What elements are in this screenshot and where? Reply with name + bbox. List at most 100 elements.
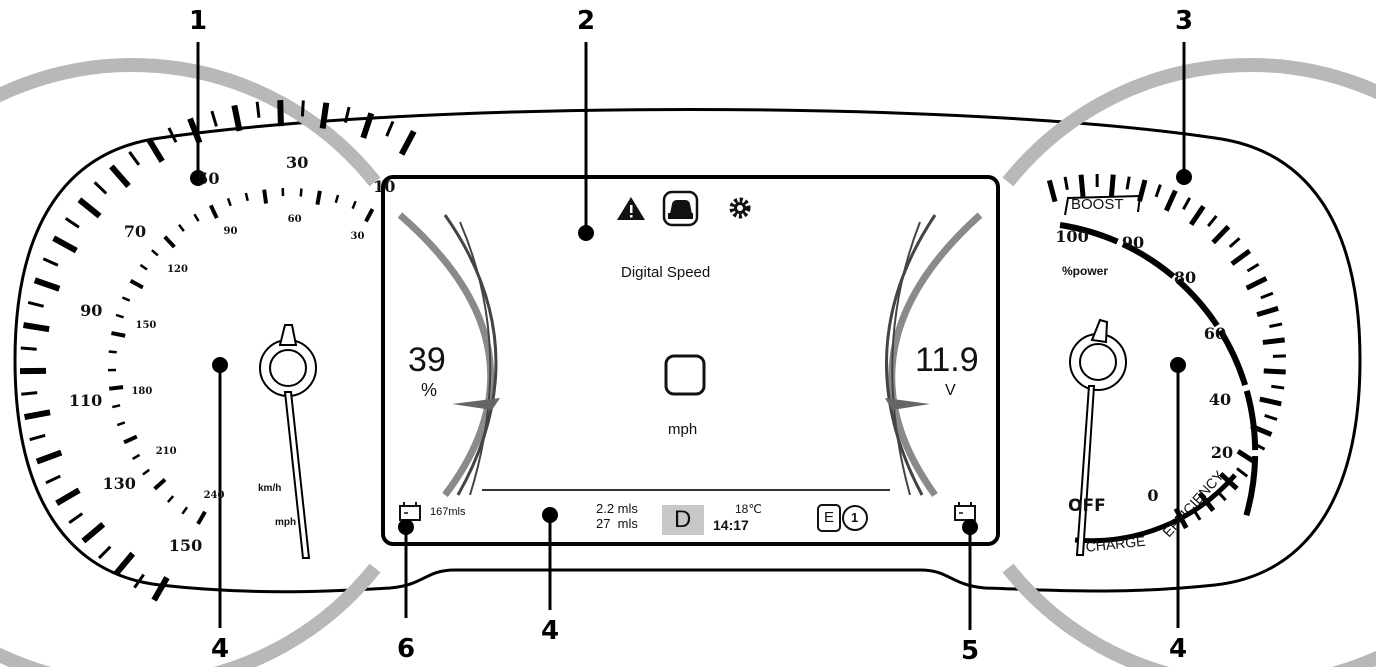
gear-indicator: D	[674, 508, 691, 532]
mph-label: 10	[373, 179, 395, 195]
kmh-tick	[111, 333, 125, 336]
kmh-tick	[211, 205, 217, 218]
clock-readout: 14:17	[713, 518, 749, 532]
speed-tick	[99, 547, 110, 558]
battery-percent-value: 39	[408, 343, 446, 377]
power-label: 90	[1122, 235, 1144, 251]
kmh-label: 150	[136, 321, 157, 331]
kmh-tick	[140, 265, 147, 270]
power-label: 40	[1209, 392, 1231, 408]
callout-4-left: 4	[211, 636, 229, 662]
kmh-label: 180	[131, 387, 152, 397]
kmh-tick	[116, 315, 124, 317]
mph-label: 130	[102, 476, 135, 492]
callout-4-right: 4	[1169, 636, 1187, 662]
speed-tick	[323, 103, 327, 129]
speed-tick	[387, 121, 393, 136]
kmh-unit-label: km/h	[258, 484, 281, 494]
power-tick	[1213, 227, 1228, 243]
speed-tick	[212, 111, 217, 126]
kmh-tick	[366, 209, 373, 221]
speed-tick	[280, 100, 281, 126]
speed-tick	[69, 514, 82, 523]
mph-label: 50	[197, 171, 219, 187]
percent-power-label: %power	[1062, 265, 1108, 277]
power-tick	[1232, 251, 1250, 264]
mph-unit-label: mph	[275, 518, 296, 528]
kmh-tick	[353, 201, 356, 208]
mode-num-label: 1	[851, 511, 858, 524]
digital-speed-box	[666, 356, 704, 394]
kmh-tick	[109, 387, 123, 389]
mode-e-label: E	[824, 510, 834, 525]
power-tick	[1208, 216, 1216, 226]
speed-tick	[23, 325, 49, 329]
speed-tick	[43, 259, 58, 266]
speed-tick	[154, 578, 167, 601]
kmh-tick	[198, 512, 205, 524]
speed-tick	[234, 105, 239, 130]
range-readout: 167mls	[430, 507, 465, 518]
power-tick	[1191, 206, 1203, 224]
kmh-label: 210	[156, 447, 177, 457]
kmh-tick	[165, 237, 175, 247]
kmh-tick	[122, 297, 129, 300]
kmh-tick	[155, 480, 165, 489]
kmh-tick	[179, 225, 184, 231]
power-tick	[1263, 340, 1285, 343]
callout-3: 3	[1175, 8, 1193, 34]
kmh-label: 240	[204, 491, 225, 501]
speed-tick	[57, 490, 79, 503]
power-tick	[1269, 324, 1282, 327]
kmh-tick	[194, 214, 198, 221]
kmh-tick	[168, 496, 173, 502]
power-gauge-needle	[1070, 320, 1126, 555]
speed-tick	[302, 100, 303, 116]
power-tick	[1183, 198, 1189, 209]
kmh-label: 60	[288, 215, 302, 225]
callout-6: 6	[397, 636, 415, 662]
speed-tick	[30, 435, 45, 439]
digital-speed-unit: mph	[668, 422, 697, 437]
speed-tick	[79, 200, 99, 216]
kmh-label: 90	[224, 227, 238, 237]
kmh-tick	[152, 250, 158, 255]
power-tick	[1230, 238, 1240, 247]
power-tick	[1247, 278, 1267, 288]
kmh-label: 30	[351, 232, 365, 242]
speed-tick	[37, 453, 61, 462]
power-tick	[1247, 264, 1258, 271]
kmh-tick	[109, 351, 117, 352]
speed-tick	[363, 113, 371, 138]
speed-tick	[54, 238, 77, 251]
kmh-tick	[117, 422, 125, 425]
speed-tick	[111, 166, 128, 186]
kmh-tick	[143, 470, 149, 475]
power-label: 0	[1147, 488, 1158, 504]
callout-4-center: 4	[541, 618, 559, 644]
speed-tick	[116, 554, 133, 574]
speed-tick	[257, 102, 259, 118]
kmh-tick	[124, 437, 137, 443]
power-tick	[1237, 468, 1247, 476]
mph-label: 90	[80, 303, 102, 319]
kmh-tick	[133, 455, 140, 459]
mph-label: 70	[124, 224, 146, 240]
power-label: 20	[1211, 445, 1233, 461]
callout-5: 5	[961, 638, 979, 664]
speed-tick	[46, 476, 60, 483]
power-tick	[1261, 293, 1273, 298]
speed-tick	[149, 139, 163, 161]
speed-tick	[66, 218, 79, 227]
kmh-tick	[131, 281, 143, 288]
speed-tick	[21, 393, 37, 395]
power-label: 100	[1055, 229, 1088, 245]
power-tick	[1081, 175, 1083, 197]
power-tick	[1127, 177, 1129, 190]
speed-tick	[402, 131, 414, 154]
kmh-tick	[246, 193, 248, 201]
speed-tick	[28, 302, 44, 306]
power-tick	[1271, 386, 1284, 388]
mph-label: 150	[169, 538, 202, 554]
